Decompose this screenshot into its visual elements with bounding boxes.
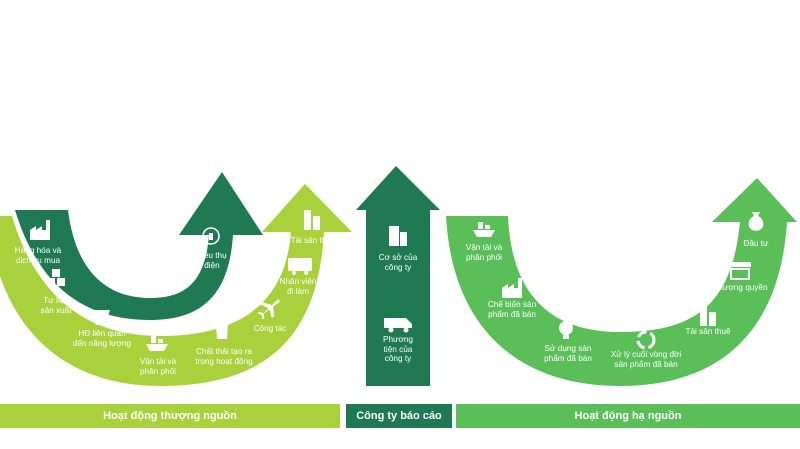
downstream-label-leased-assets: Tài sản thuê <box>685 327 731 336</box>
building-icon <box>304 210 320 230</box>
downstream-label-investments: Đầu tư <box>743 239 769 248</box>
boxes-icon <box>47 269 65 286</box>
recycle-icon <box>636 330 656 350</box>
downstream-label-processing: Chế biến sản phẩm đã bán <box>487 300 537 319</box>
upstream-label-commuting: Nhân viên đi làm <box>279 277 317 296</box>
upstream-label-leased-assets: Tài sản thuê <box>290 236 336 245</box>
company-label-vehicles: Phương tiện của công ty <box>383 335 413 364</box>
upstream-label-capital-goods: Tư liệu sản xuất <box>40 296 72 315</box>
downstream-label-franchises: Nhượng quyền <box>712 283 768 292</box>
factory-icon <box>30 220 50 240</box>
ship-icon <box>146 336 168 351</box>
company-bar: Công ty báo cáo <box>346 404 452 428</box>
upstream-outer-arrow <box>0 184 352 386</box>
lightbulb-icon <box>202 227 220 245</box>
airplane-icon <box>257 299 281 320</box>
building-icon <box>700 306 716 326</box>
downstream-label-end-of-life: Xử lý cuối vòng đời sản phẩm đã bán <box>610 350 682 369</box>
upstream-bar: Hoạt động thượng nguồn <box>0 404 340 428</box>
upstream-inner-arrow <box>15 172 263 320</box>
upstream-label-energy-activities: HĐ liên quan đến năng lượng <box>72 329 132 348</box>
factory-icon <box>502 278 522 298</box>
ship-icon <box>473 222 495 237</box>
upstream-label-purchased-goods: Hàng hóa và dịch vụ mua <box>14 246 62 265</box>
office-building-icon <box>389 226 407 246</box>
upstream-label-electricity: Tiêu thụ điện <box>197 251 227 270</box>
upstream-label-transport: Vận tải và phân phối <box>139 357 177 376</box>
storefront-icon <box>729 262 751 280</box>
van-icon <box>384 318 412 333</box>
downstream-label-use: Sử dụng sản phẩm đã bán <box>544 344 592 363</box>
downstream-bar: Hoạt động hạ nguồn <box>456 404 800 428</box>
company-label-facilities: Cơ sở của công ty <box>378 253 418 272</box>
train-icon <box>288 258 312 275</box>
money-bag-icon <box>748 212 764 231</box>
lightbulb-icon <box>559 321 573 339</box>
company-arrow <box>356 166 440 386</box>
upstream-label-business-travel: Công tác <box>253 324 287 333</box>
upstream-label-waste: Chất thải tạo ra trong hoạt động <box>195 347 253 366</box>
downstream-arrow <box>446 178 797 386</box>
downstream-label-transport: Vận tải và phân phối <box>465 243 503 262</box>
mining-cart-icon <box>92 310 110 325</box>
trash-bin-icon <box>215 320 229 339</box>
